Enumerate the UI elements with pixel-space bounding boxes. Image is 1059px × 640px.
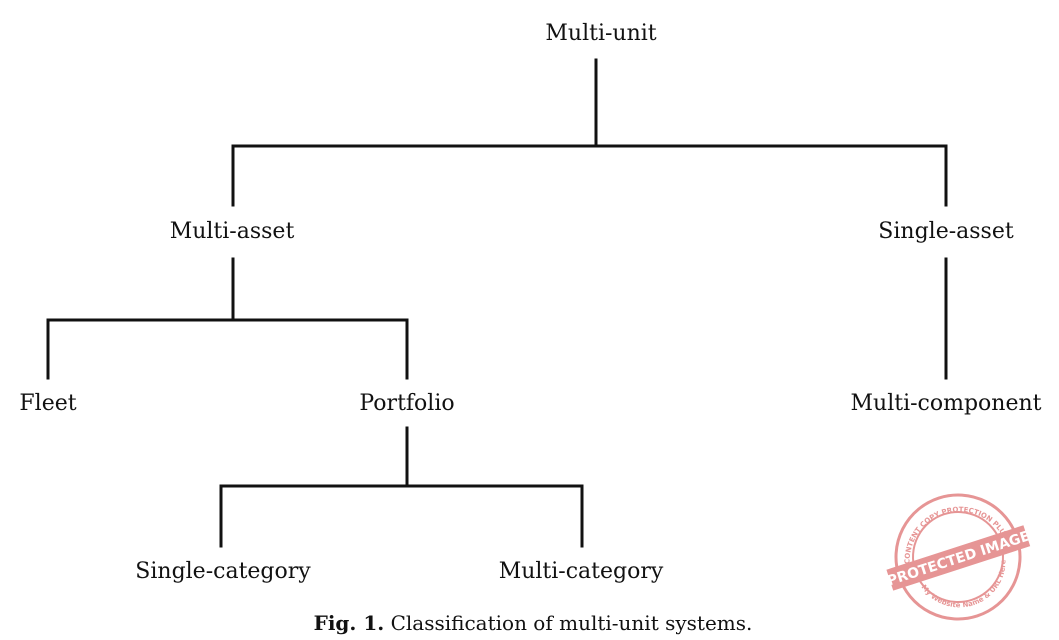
- stamp-banner: [886, 525, 1031, 591]
- connector-root-to-level1: [231, 58, 948, 207]
- figure-label: Fig. 1.: [313, 611, 385, 635]
- figure-caption: Fig. 1. Classification of multi-unit sys…: [314, 611, 753, 635]
- protected-image-stamp: WP CONTENT COPY PROTECTION PLUGIN PROTEC…: [885, 491, 1032, 621]
- figure-caption-text: Classification of multi-unit systems.: [390, 611, 753, 635]
- node-single-category: Single-category: [135, 559, 311, 584]
- node-multi-category: Multi-category: [498, 559, 664, 584]
- connector-portfolio-to-children: [219, 426, 584, 548]
- node-fleet: Fleet: [19, 391, 77, 416]
- connector-multi-asset-to-children: [46, 257, 409, 380]
- node-portfolio: Portfolio: [359, 391, 455, 416]
- node-multi-asset: Multi-asset: [169, 219, 295, 244]
- stamp-main-text: PROTECTED IMAGE: [885, 528, 1032, 589]
- node-multi-component: Multi-component: [850, 391, 1042, 416]
- node-multi-unit: Multi-unit: [545, 21, 657, 46]
- node-single-asset: Single-asset: [878, 219, 1014, 244]
